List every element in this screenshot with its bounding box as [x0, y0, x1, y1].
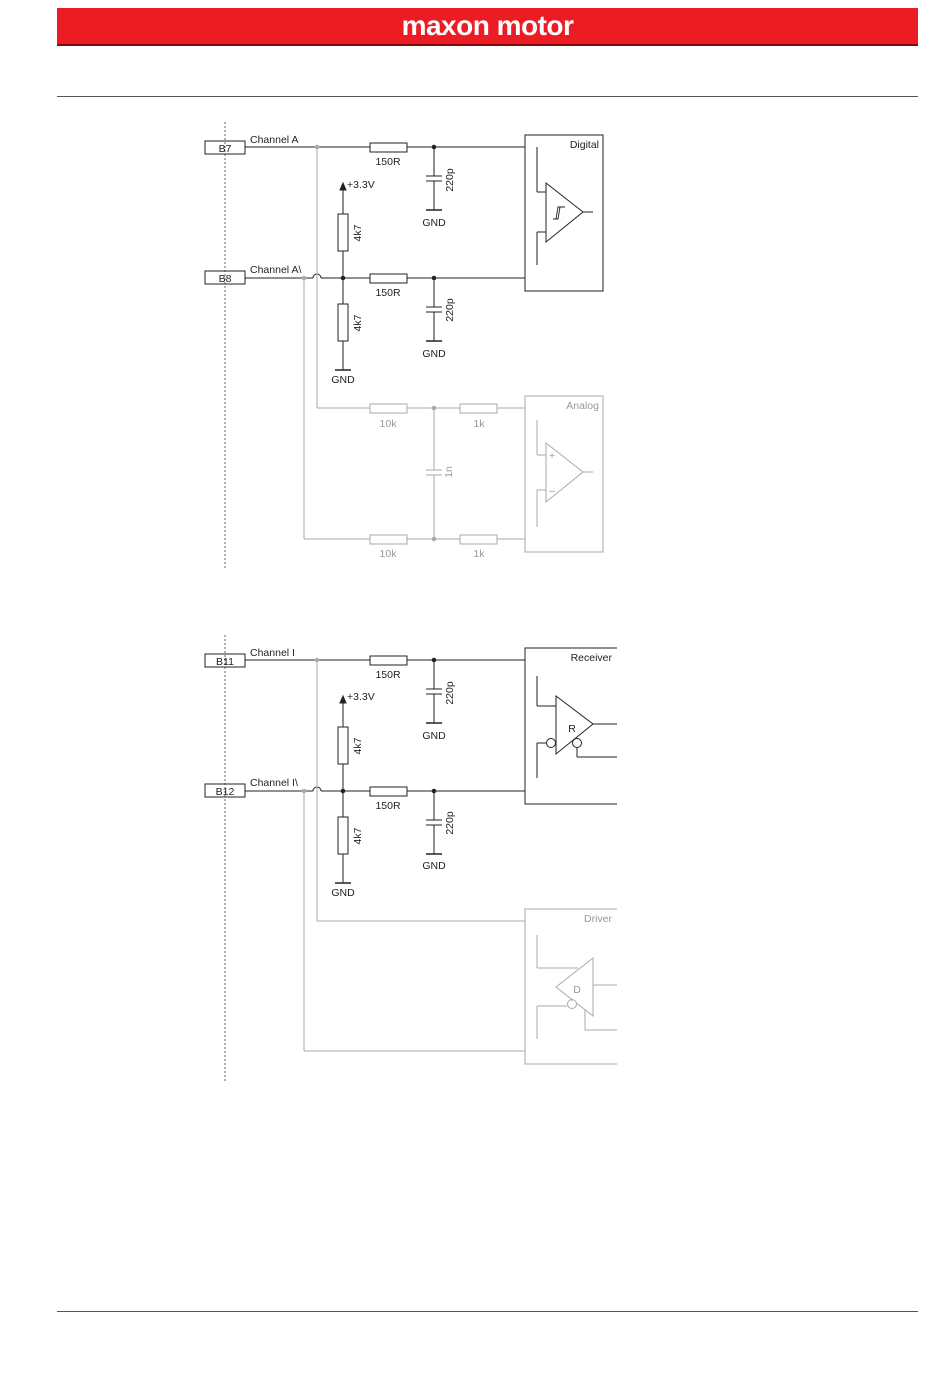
op-amp-plus: + [549, 450, 555, 462]
resistor-4k7-pullup [338, 727, 348, 764]
analog-cap-label: 1n [443, 466, 455, 478]
diagram-channel-a [205, 122, 603, 570]
channel-i-inv-label: Channel I\ [250, 777, 298, 789]
resistor-150r-bottom-label: 150R [375, 800, 401, 812]
resistor-10k-top [370, 404, 407, 413]
resistor-150r-bottom [370, 274, 407, 283]
digital-block-label: Digital [570, 139, 599, 151]
resistor-150r-bottom-label: 150R [375, 287, 401, 299]
resistor-150r-top [370, 656, 407, 665]
resistor-4k7-pulldown [338, 817, 348, 854]
pin-b11-label: B11 [216, 656, 234, 668]
pulldown-label: 4k7 [352, 314, 364, 331]
resistor-1k-bottom [460, 535, 497, 544]
resistor-150r-top-label: 150R [375, 669, 401, 681]
hysteresis-icon [553, 207, 565, 219]
channel-a-label: Channel A [250, 134, 298, 146]
channel-a-inv-label: Channel A\ [250, 264, 301, 276]
gnd-top-label: GND [422, 730, 446, 742]
gnd-top-label: GND [422, 217, 446, 229]
receiver-block-label: Receiver [571, 652, 613, 664]
diagram-channel-i [205, 635, 617, 1082]
analog-labels: Analog 10k 1k 10k 1k 1n + – [380, 400, 600, 560]
gnd-bottom-label: GND [422, 348, 446, 360]
cap-bottom-label: 220p [444, 298, 456, 322]
supply-arrow [340, 183, 346, 190]
pin-b8-label: B8 [219, 273, 232, 285]
channel-i-label: Channel I [250, 647, 295, 659]
supply-arrow [340, 696, 346, 703]
driver-block-label: Driver [584, 913, 613, 925]
analog-r1-top-label: 10k [380, 418, 398, 430]
pin-b12-label: B12 [216, 786, 235, 798]
driver-section [302, 658, 617, 1064]
analog-block [525, 396, 603, 552]
gnd-bottom-label: GND [422, 860, 446, 872]
diagram1-labels: B7 B8 Channel A Channel A\ 150R 150R +3.… [219, 134, 599, 386]
resistor-1k-top [460, 404, 497, 413]
driver-symbol: D [573, 984, 581, 996]
resistor-150r-bottom [370, 787, 407, 796]
resistor-10k-bottom [370, 535, 407, 544]
gnd-divider-label: GND [331, 887, 355, 899]
diagram2-labels: B11 B12 Channel I Channel I\ 150R 150R +… [216, 647, 613, 899]
analog-section [302, 145, 603, 552]
cap-top-label: 220p [444, 681, 456, 705]
receiver-symbol: R [568, 723, 576, 735]
supply-label: +3.3V [347, 691, 375, 703]
op-amp-minus: – [549, 485, 555, 497]
analog-r2-bottom-label: 1k [473, 548, 485, 560]
pullup-label: 4k7 [352, 224, 364, 241]
supply-label: +3.3V [347, 179, 375, 191]
resistor-4k7-pullup [338, 214, 348, 251]
resistor-4k7-pulldown [338, 304, 348, 341]
cap-bottom-label: 220p [444, 811, 456, 835]
schmitt-comparator [546, 183, 583, 242]
analog-block-label: Analog [566, 400, 599, 412]
pulldown-label: 4k7 [352, 827, 364, 844]
pin-b7-label: B7 [219, 143, 232, 155]
pullup-label: 4k7 [352, 737, 364, 754]
analog-r1-bottom-label: 10k [380, 548, 398, 560]
analog-r2-top-label: 1k [473, 418, 485, 430]
cap-top-label: 220p [444, 168, 456, 192]
resistor-150r-top-label: 150R [375, 156, 401, 168]
gnd-divider-label: GND [331, 374, 355, 386]
driver-block [525, 909, 617, 1064]
resistor-150r-top [370, 143, 407, 152]
